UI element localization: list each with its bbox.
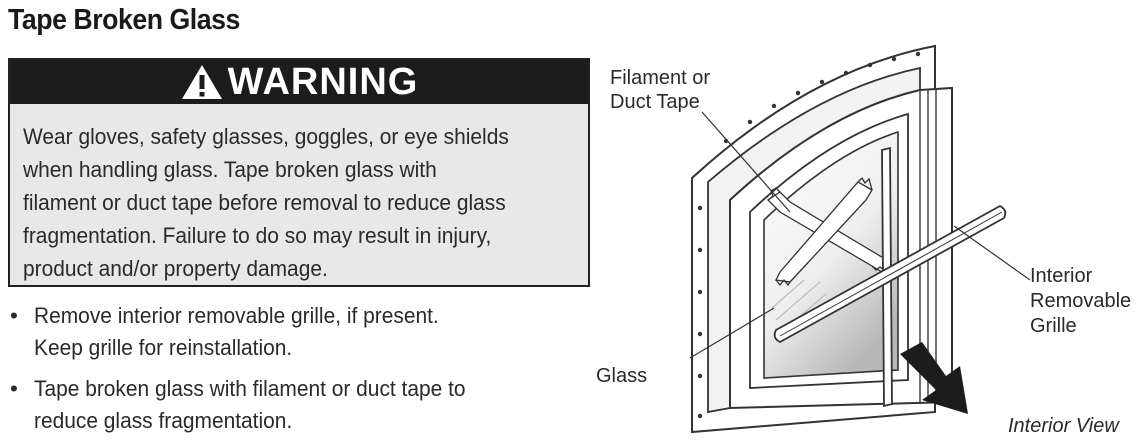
warning-triangle-icon	[181, 65, 222, 99]
warning-line: product and/or property damage.	[23, 256, 328, 281]
duct-tape-x	[766, 176, 891, 287]
removal-arrow	[900, 342, 968, 414]
warning-text: Wear gloves, safety glasses, goggles, or…	[10, 104, 603, 285]
step-line: reduce glass fragmentation.	[34, 408, 293, 433]
warning-line: filament or duct tape before removal to …	[23, 190, 506, 215]
step-item: • Remove interior removable grille, if p…	[8, 300, 588, 364]
view-label: Interior View	[1008, 415, 1120, 437]
step-line: Tape broken glass with filament or duct …	[34, 376, 466, 401]
warning-heading: WARNING	[227, 60, 419, 103]
step-item: • Tape broken glass with filament or duc…	[8, 373, 588, 437]
warning-header: WARNING	[10, 60, 588, 104]
warning-line: when handling glass. Tape broken glass w…	[23, 157, 437, 182]
glass-label: Glass	[596, 365, 647, 387]
section-title: Tape Broken Glass	[8, 4, 240, 36]
leader-lines	[689, 111, 1031, 359]
window-illustration: Filament or Duct Tape Interior Removable…	[596, 44, 1137, 437]
step-line: Remove interior removable grille, if pre…	[34, 303, 439, 328]
flange-holes	[697, 51, 921, 419]
bullet-icon: •	[10, 376, 18, 401]
warning-line: fragmentation. Failure to do so may resu…	[23, 223, 492, 248]
warning-line: Wear gloves, safety glasses, goggles, or…	[23, 124, 509, 149]
grille-label: Interior Removable Grille	[1030, 265, 1137, 337]
grille-bar-edge	[779, 211, 1003, 337]
step-list: • Remove interior removable grille, if p…	[8, 300, 588, 446]
bullet-icon: •	[10, 303, 18, 328]
tape-label: Filament or Duct Tape	[610, 67, 716, 113]
step-line: Keep grille for reinstallation.	[34, 335, 293, 360]
warning-box: WARNING Wear gloves, safety glasses, gog…	[8, 58, 590, 287]
